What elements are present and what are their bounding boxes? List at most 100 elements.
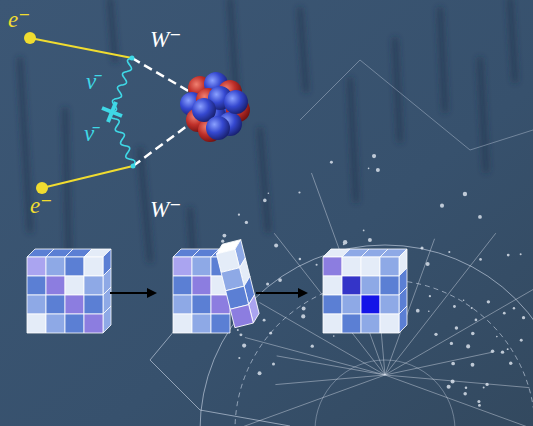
detector-hit (487, 300, 490, 303)
detector-hit (420, 246, 423, 249)
nucleon (206, 116, 230, 140)
lattice-cell (380, 257, 399, 276)
detector-hit (333, 335, 335, 337)
detector-hit (278, 278, 282, 282)
detector-hit (479, 258, 482, 261)
detector-hit (269, 332, 272, 335)
lattice-cell (342, 257, 361, 276)
arrow-head (298, 288, 308, 298)
background-streak (480, 60, 486, 170)
particle-track (385, 375, 533, 426)
lattice-cell (192, 257, 211, 276)
detector-outline (150, 300, 290, 426)
detector-hit (475, 319, 478, 322)
lattice-cell (361, 314, 380, 333)
lattice-cell (192, 295, 211, 314)
lattice-cell (84, 257, 103, 276)
detector-hit (496, 336, 498, 338)
detector-hit (478, 215, 482, 219)
lattice-cell (27, 276, 46, 295)
lattice-cell (65, 314, 84, 333)
detector-hit (507, 254, 510, 257)
background-streak (350, 80, 356, 200)
lattice-cube (323, 249, 407, 333)
detector-hit (299, 258, 302, 261)
detector-hit (450, 342, 453, 345)
detector-hit (513, 307, 515, 309)
detector-hit (447, 385, 451, 389)
detector-hit (522, 316, 525, 319)
lattice-cube (27, 249, 111, 333)
majorana-cross (108, 102, 116, 122)
lattice-cell (361, 257, 380, 276)
nucleon (224, 90, 248, 114)
detector-hit (368, 238, 372, 242)
lattice-cell (399, 306, 407, 333)
detector-hit (237, 329, 239, 331)
twisted-column (215, 240, 262, 328)
detector-hit (238, 357, 240, 359)
lattice-cell (380, 295, 399, 314)
detector-hit (263, 199, 267, 203)
lattice-cell (361, 276, 380, 295)
detector-hit (316, 264, 318, 266)
detector-hit (268, 192, 270, 194)
lattice-cell (361, 295, 380, 314)
lattice-cell (46, 257, 65, 276)
lattice-cell (27, 257, 46, 276)
detector-hit (520, 253, 522, 255)
particle-track (385, 375, 529, 388)
electron-dot (36, 182, 48, 194)
particle-track (245, 337, 385, 375)
lattice-cell (323, 314, 342, 333)
detector-outline (300, 60, 533, 150)
lattice-cell (211, 314, 230, 333)
particle-track (275, 375, 385, 385)
lattice-cell (173, 295, 192, 314)
background-streak (300, 10, 306, 90)
detector-hit (434, 333, 437, 336)
event-display (150, 60, 533, 426)
lattice-cell (173, 257, 192, 276)
lattice-cell (84, 295, 103, 314)
detector-hit (311, 345, 314, 348)
arrow (256, 288, 308, 298)
lattice-cell (230, 305, 253, 328)
detector-hit (503, 312, 506, 315)
detector-hit (466, 344, 470, 348)
detector-hit (455, 326, 458, 329)
detector-hit (258, 371, 262, 375)
lattice-cell (173, 314, 192, 333)
particle-track (311, 173, 385, 375)
background-streak (395, 40, 400, 140)
lattice-cell (103, 306, 111, 333)
particle-label: W⁻ (150, 198, 181, 221)
lattice-cell (65, 257, 84, 276)
lattice-cell (27, 314, 46, 333)
detector-hit (477, 400, 480, 403)
detector-hit (301, 314, 305, 318)
particle-track (183, 375, 385, 426)
detector-hit (453, 305, 456, 308)
detector-hit (428, 310, 430, 312)
detector-hit (463, 392, 467, 396)
lattice-cell (192, 276, 211, 295)
detector-hit (239, 333, 242, 336)
lattice-cell (173, 276, 192, 295)
detector-hit (363, 230, 365, 232)
particle-label: e⁻ (30, 194, 52, 217)
detector-hit (483, 387, 485, 389)
electron-dot (24, 32, 36, 44)
background-streak (510, 0, 515, 80)
detector-hit (266, 282, 269, 285)
arrow (110, 288, 157, 298)
lattice-cell (323, 295, 342, 314)
detector-hit (376, 168, 380, 172)
background-streaks (20, 0, 515, 300)
particle-track (385, 352, 493, 375)
detector-hit (238, 214, 240, 216)
detector-hit (416, 309, 420, 313)
lattice-cell (84, 276, 103, 295)
